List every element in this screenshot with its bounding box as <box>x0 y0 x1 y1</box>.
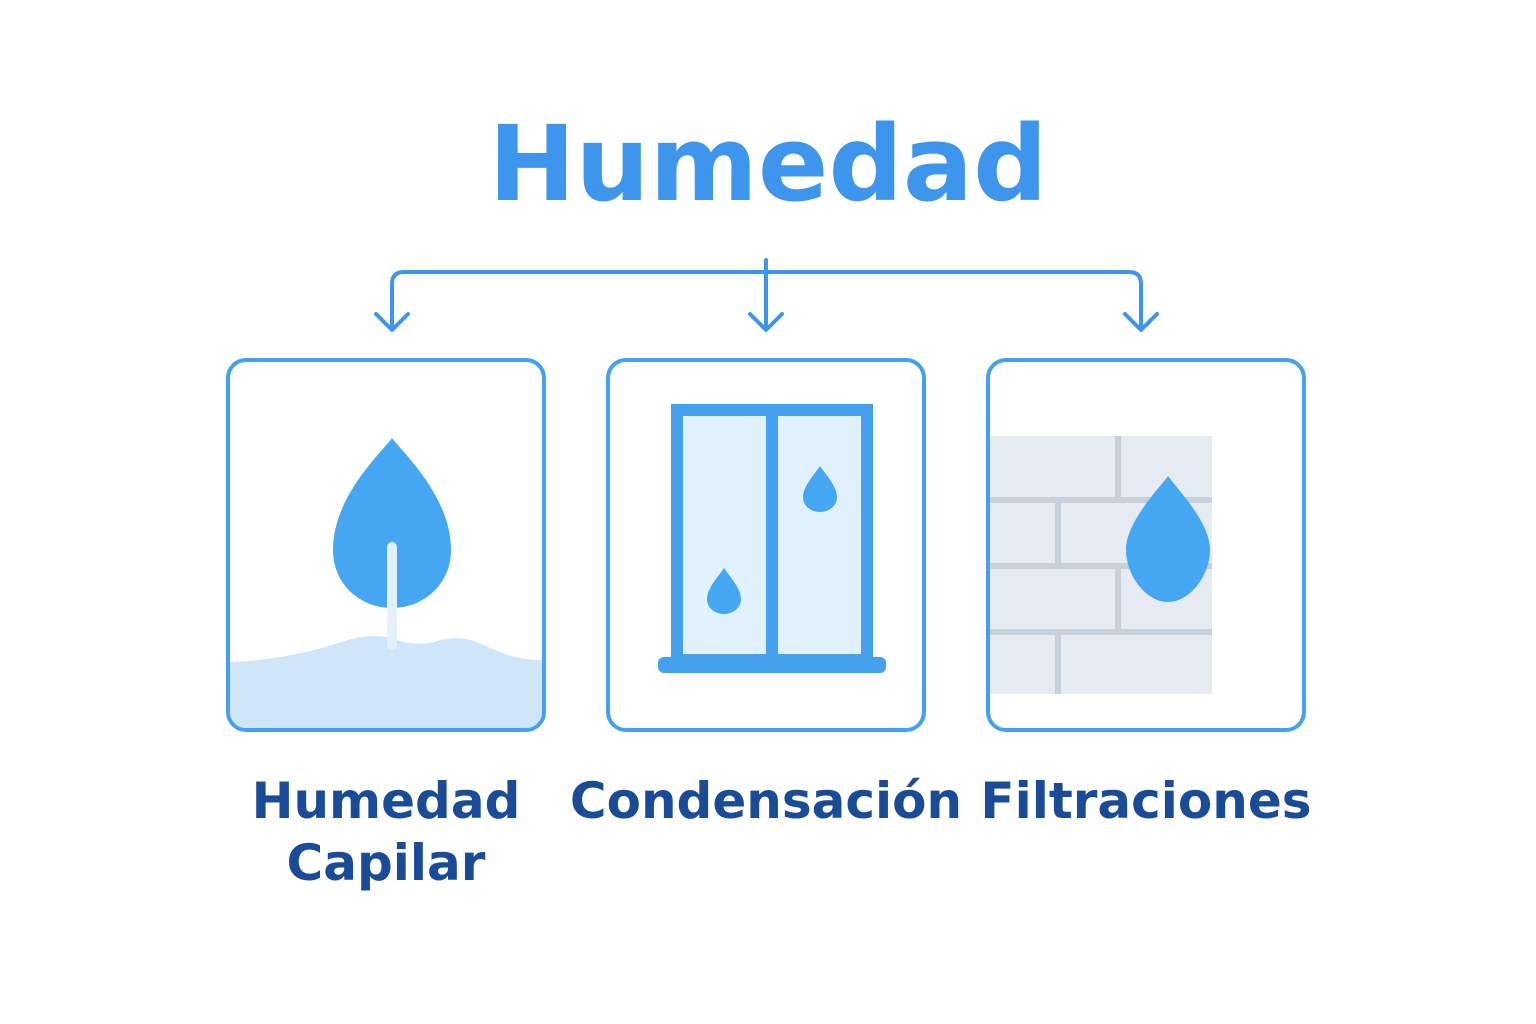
card-filtraciones <box>986 358 1306 732</box>
label-filtraciones: Filtraciones <box>980 772 1312 830</box>
window-condensation-icon <box>658 404 886 673</box>
rising-damp-drop-icon <box>230 438 542 728</box>
arrowhead-left <box>374 312 410 332</box>
branch-connector <box>374 258 1159 332</box>
arrowhead-right <box>1123 312 1159 332</box>
arrowhead-center <box>748 312 784 332</box>
label-condensacion: Condensación <box>569 772 963 830</box>
card-condensacion <box>606 358 926 732</box>
label-humedad-capilar: Humedad Capilar <box>251 772 521 892</box>
diagram-title: Humedad <box>488 103 1048 225</box>
brick-wall-leak-icon <box>990 436 1212 694</box>
card-humedad-capilar <box>226 358 546 732</box>
